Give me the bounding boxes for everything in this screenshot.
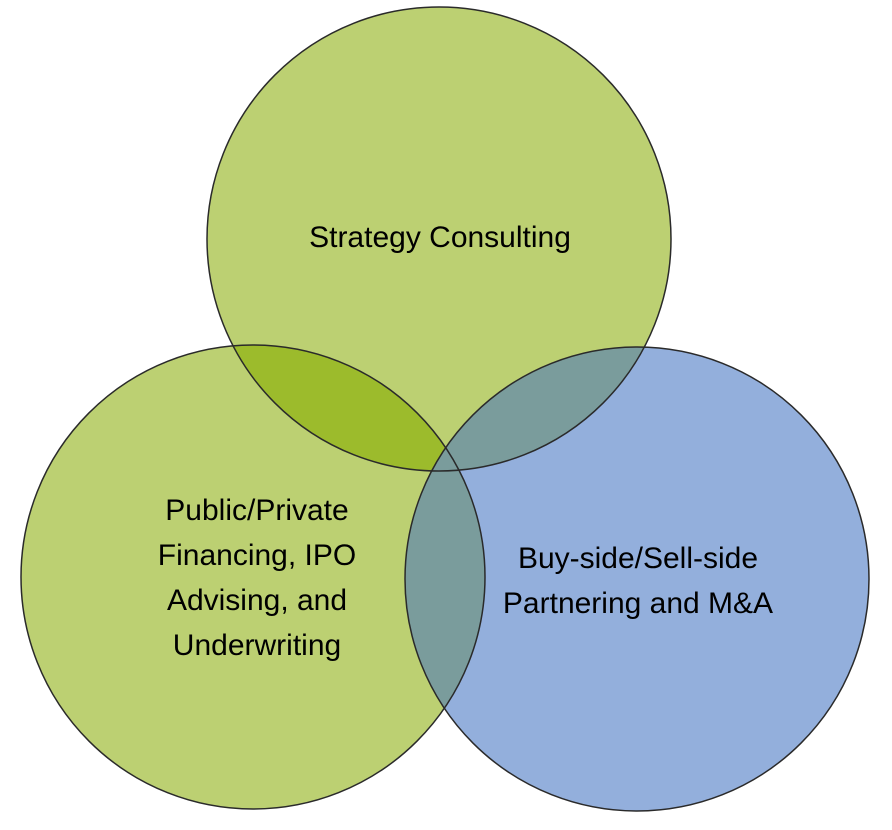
mna-label-line: Buy-side/Sell-side xyxy=(517,542,759,575)
financing-circle xyxy=(21,345,485,809)
mna-circle-outline xyxy=(404,346,870,812)
financing-label-line: Financing, IPO xyxy=(157,539,357,572)
financing-label: Public/Private Financing, IPO Advising, … xyxy=(102,488,412,668)
mna-circle xyxy=(405,347,869,811)
strategy-consulting-label: Strategy Consulting xyxy=(260,215,620,260)
mna-label: Buy-side/Sell-side Partnering and M&A xyxy=(478,536,798,626)
financing-label-line: Advising, and xyxy=(166,584,348,617)
strategy-label-line: Strategy Consulting xyxy=(309,221,571,254)
financing-circle-outline xyxy=(20,344,486,810)
strategy-circle xyxy=(207,7,671,471)
financing-label-line: Public/Private xyxy=(165,494,349,527)
financing-label-line: Underwriting xyxy=(172,629,342,662)
mna-label-line: Partnering and M&A xyxy=(502,587,774,620)
strategy-circle-outline xyxy=(206,6,672,472)
